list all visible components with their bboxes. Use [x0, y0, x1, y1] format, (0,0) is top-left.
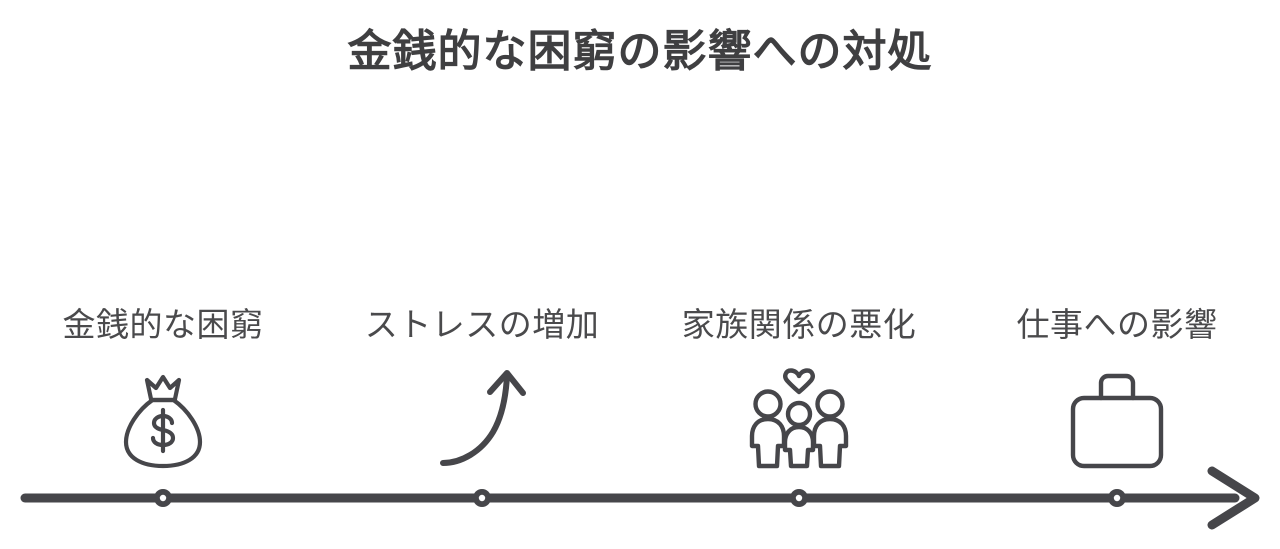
- timeline-node-2: [473, 489, 491, 507]
- timeline-node-1: [154, 489, 172, 507]
- timeline-stage-2[interactable]: ストレスの増加: [332, 305, 632, 505]
- timeline-stage-1[interactable]: 金銭的な困窮: [13, 305, 313, 505]
- stage-label-4: 仕事への影響: [1016, 306, 1218, 343]
- stage-label-2: ストレスの増加: [364, 306, 600, 343]
- stage-label-3: 家族関係の悪化: [681, 306, 917, 343]
- timeline-stage-3[interactable]: 家族関係の悪化: [649, 305, 949, 505]
- stage-label-1: 金銭的な困窮: [62, 306, 264, 343]
- timeline-node-3: [790, 489, 808, 507]
- money-bag-icon: [13, 360, 313, 470]
- timeline-stage-4[interactable]: 仕事への影響: [967, 305, 1267, 505]
- rising-curved-arrow-icon: [332, 360, 632, 470]
- family-with-heart-icon: [649, 360, 949, 470]
- timeline-axis: [0, 455, 1280, 549]
- timeline-node-4: [1108, 489, 1126, 507]
- briefcase-icon: [967, 360, 1267, 470]
- page-title: 金銭的な困窮の影響への対処: [347, 27, 933, 76]
